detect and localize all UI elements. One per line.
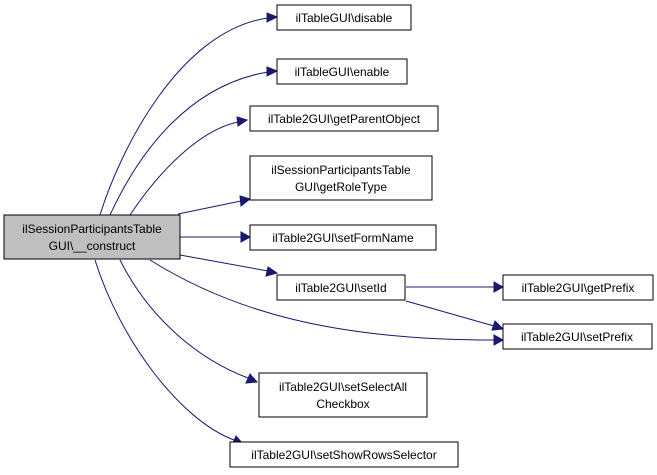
arrowhead-disable — [266, 12, 279, 23]
arrowhead-getPrefix — [493, 281, 505, 293]
arrowhead-setFormName — [240, 231, 252, 243]
node-enable[interactable]: ilTableGUI\enable — [276, 58, 408, 85]
node-setSelectAllCheckbox[interactable]: ilTable2GUI\setSelectAll Checkbox — [258, 372, 428, 418]
node-disable[interactable]: ilTableGUI\disable — [276, 4, 412, 31]
node-getPrefix-label: ilTable2GUI\getPrefix — [522, 281, 635, 295]
edge-root-setShowRowsSelector — [94, 259, 235, 441]
node-getRoleType[interactable]: ilSessionParticipantsTable GUI\getRoleTy… — [249, 155, 433, 201]
arrowhead-getRoleType — [239, 195, 252, 207]
edge-setId-setPrefix — [405, 300, 495, 327]
edges — [94, 12, 505, 446]
node-setId-label: ilTable2GUI\setId — [295, 281, 386, 295]
arrowhead-setId — [265, 266, 279, 277]
arrowhead-getParentObject — [236, 116, 249, 127]
edge-root-disable — [99, 17, 269, 216]
node-setFormName-label: ilTable2GUI\setFormName — [272, 231, 414, 245]
node-root-line-1: ilSessionParticipantsTable — [22, 222, 162, 236]
node-enable-label: ilTableGUI\enable — [295, 65, 390, 79]
arrowhead-setPrefix — [493, 334, 505, 346]
edge-root-setId — [179, 254, 269, 272]
node-getPrefix[interactable]: ilTable2GUI\getPrefix — [502, 274, 654, 301]
node-setSelectAllCheckbox-line-2: Checkbox — [316, 397, 369, 411]
arrowhead-enable — [266, 66, 279, 77]
node-setSelectAllCheckbox-line-1: ilTable2GUI\setSelectAll — [279, 380, 407, 394]
node-setFormName[interactable]: ilTable2GUI\setFormName — [249, 224, 437, 251]
edge-root-setPrefix — [149, 259, 495, 341]
node-getParentObject-label: ilTable2GUI\getParentObject — [268, 112, 421, 126]
edge-root-getRoleType — [177, 200, 242, 215]
node-root[interactable]: ilSessionParticipantsTable GUI\__constru… — [3, 214, 181, 260]
node-setId[interactable]: ilTable2GUI\setId — [276, 274, 406, 301]
node-root-line-2: GUI\__construct — [49, 239, 136, 253]
node-getRoleType-line-1: ilSessionParticipantsTable — [271, 163, 411, 177]
node-setPrefix[interactable]: ilTable2GUI\setPrefix — [502, 323, 653, 350]
node-getRoleType-line-2: GUI\getRoleType — [295, 180, 387, 194]
arrowhead-setSelectAllCheckbox — [245, 373, 259, 384]
node-setShowRowsSelector[interactable]: ilTable2GUI\setShowRowsSelector — [229, 441, 459, 468]
edge-root-setSelectAllCheckbox — [119, 259, 249, 379]
node-setShowRowsSelector-label: ilTable2GUI\setShowRowsSelector — [251, 448, 436, 462]
edge-root-enable — [109, 71, 269, 216]
arrowhead-setPrefix-from-setId — [491, 320, 505, 331]
node-getParentObject[interactable]: ilTable2GUI\getParentObject — [249, 105, 439, 132]
node-setPrefix-label: ilTable2GUI\setPrefix — [521, 330, 633, 344]
edge-root-getParentObject — [129, 121, 239, 216]
node-disable-label: ilTableGUI\disable — [296, 11, 393, 25]
